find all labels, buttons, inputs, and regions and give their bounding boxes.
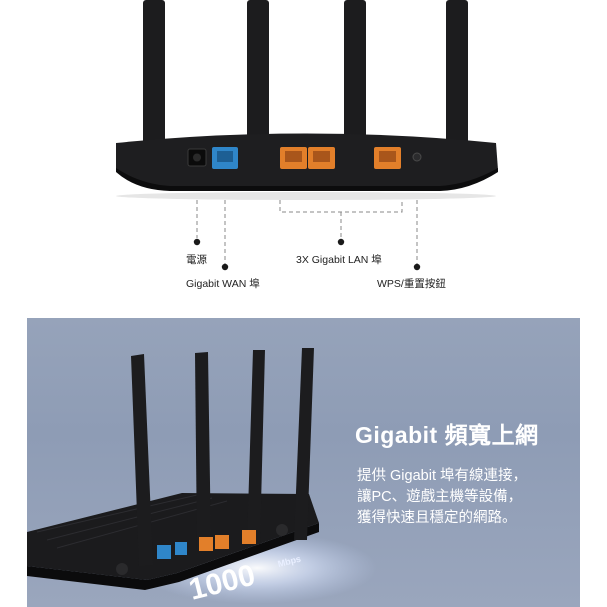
antenna-2 xyxy=(247,0,269,150)
lan-label: 3X Gigabit LAN 埠 xyxy=(296,254,382,266)
antenna-1 xyxy=(143,0,165,170)
antenna-4 xyxy=(446,0,468,170)
lan-port-1 xyxy=(199,537,213,551)
leader-lines xyxy=(196,200,418,264)
antenna-2 xyxy=(195,352,211,550)
promo-line-2: 讓PC、遊戲主機等設備， xyxy=(357,489,523,505)
promo-panel: 1000 Mbps Gigabit 頻寬上網 提供 Gigabit 埠有線連接，… xyxy=(27,318,580,607)
promo-line-3: 獲得快速且穩定的網路。 xyxy=(357,510,517,526)
wps-reset-label: WPS/重置按鈕 xyxy=(377,278,446,290)
lan-port-3 xyxy=(242,530,256,544)
wps-marker-dot xyxy=(413,263,421,271)
wps-reset-button xyxy=(412,152,422,162)
promo-title: Gigabit 頻寬上網 xyxy=(355,422,539,448)
promo-description: 提供 Gigabit 埠有線連接， 讓PC、遊戲主機等設備， 獲得快速且穩定的網… xyxy=(357,466,527,529)
power-marker-dot xyxy=(193,238,201,246)
wan-port xyxy=(157,545,171,559)
router-angle-illustration xyxy=(27,348,377,604)
antenna-1 xyxy=(131,354,153,566)
power-label: 電源 xyxy=(186,254,207,266)
lan-port-2 xyxy=(215,535,229,549)
router-body xyxy=(27,493,319,580)
promo-line-1: 提供 Gigabit 埠有線連接， xyxy=(357,468,527,484)
antenna-4 xyxy=(294,348,314,540)
wan-marker-dot xyxy=(221,263,229,271)
wan-label: Gigabit WAN 埠 xyxy=(186,278,260,290)
router-rear-illustration xyxy=(116,0,498,271)
antenna-3 xyxy=(344,0,366,150)
antenna-3 xyxy=(247,350,265,544)
port-diagram: 電源 Gigabit WAN 埠 3X Gigabit LAN 埠 WPS/重置… xyxy=(0,0,607,300)
lan-marker-dot xyxy=(337,238,345,246)
